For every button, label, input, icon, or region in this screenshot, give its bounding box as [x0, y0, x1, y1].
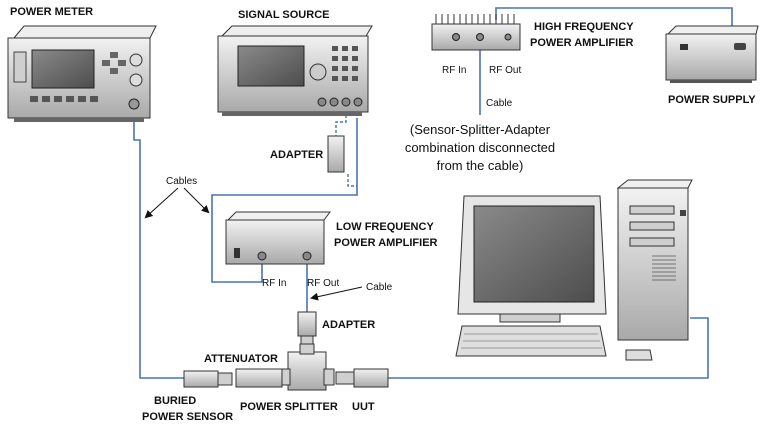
power-supply: POWER SUPPLY: [665, 25, 759, 106]
attenuator-label: ATTENUATOR: [204, 353, 278, 365]
lf-power-amplifier: LOW FREQUENCY POWER AMPLIFIER RF In RF O…: [225, 211, 438, 289]
mouse: [625, 349, 653, 361]
signal-source-feet: [222, 112, 362, 116]
sensor-label-line1: BURIED: [154, 395, 196, 407]
lf-amp-label-line2: POWER AMPLIFIER: [334, 237, 438, 249]
power-meter-dpad: [102, 52, 126, 74]
signal-source-top: [220, 25, 373, 37]
adapter-top: ADAPTER: [270, 135, 345, 173]
note-line-3: from the cable): [437, 158, 524, 173]
hf-amp-rf-out-port: [476, 33, 484, 41]
monitor-base: [499, 313, 561, 323]
adapter-bottom-label: ADAPTER: [322, 319, 375, 331]
cables-label: Cables: [166, 176, 197, 187]
tower-vents: [652, 255, 676, 281]
signal-source-keypad: [332, 46, 358, 81]
measurement-chain: ATTENUATOR BURIED POWER SENSOR POWER SPL…: [142, 343, 389, 423]
power-supply-body: [665, 33, 757, 81]
tower-power-button: [680, 210, 686, 216]
power-meter-feet: [14, 118, 144, 122]
hf-amp-rf-in-port: [452, 33, 460, 41]
power-meter-screen: [31, 49, 95, 89]
cables-arrow-left: [144, 187, 179, 219]
hf-cable-label: Cable: [486, 98, 513, 109]
hf-amp-heatsink: [435, 14, 515, 24]
lf-amp-switch: [234, 248, 240, 258]
power-supply-connector: [734, 43, 746, 50]
keyboard-keys: [461, 333, 602, 349]
signal-source-connectors: [317, 97, 363, 107]
note-line-2: combination disconnected: [405, 140, 555, 155]
lf-amp-rf-in-port: [257, 251, 267, 261]
power-supply-top: [666, 25, 759, 35]
cable-meter-to-sensor: [133, 122, 184, 379]
uut-body: [353, 368, 389, 388]
power-meter-keys: [13, 51, 27, 83]
power-meter-top: [12, 25, 157, 39]
hf-amp-label-line2: POWER AMPLIFIER: [530, 37, 634, 49]
adapter-bottom: ADAPTER: [297, 311, 375, 345]
adapter-bottom-neck: [300, 335, 314, 345]
monitor-screen: [473, 205, 595, 303]
power-meter-label: POWER METER: [10, 6, 93, 18]
hf-amp-label-line1: HIGH FREQUENCY: [534, 21, 634, 33]
cable-source-to-lf-amp: [211, 118, 358, 283]
note-line-1: (Sensor-Splitter-Adapter: [410, 122, 551, 137]
lf-amp-rf-in-label: RF In: [262, 278, 286, 289]
power-splitter-label: POWER SPLITTER: [240, 401, 338, 413]
lf-amp-top: [226, 211, 331, 221]
power-meter-knob-1: [129, 53, 143, 67]
hf-amp-aux-port: [504, 33, 512, 41]
power-splitter: [281, 343, 335, 391]
adapter-bottom-body: [297, 311, 317, 337]
power-meter-connector: [128, 98, 140, 110]
power-meter: POWER METER: [7, 6, 157, 122]
splitter-out-connector: [335, 371, 355, 385]
cables-arrow-right: [183, 187, 210, 214]
hf-amp-rf-in-label: RF In: [442, 65, 466, 76]
signal-source-label: SIGNAL SOURCE: [238, 9, 329, 21]
lf-cable-label: Cable: [366, 282, 393, 293]
lf-cable-callout: Cable: [310, 282, 393, 301]
power-supply-label: POWER SUPPLY: [668, 94, 756, 106]
power-meter-knob-2: [129, 73, 143, 87]
attenuator: [235, 368, 283, 388]
tower-drive-2: [629, 221, 675, 231]
signal-source: SIGNAL SOURCE: [217, 9, 373, 116]
signal-source-screen: [237, 45, 305, 87]
hf-amp-rf-out-label: RF Out: [489, 65, 521, 76]
hf-power-amplifier: HIGH FREQUENCY POWER AMPLIFIER RF In RF …: [431, 14, 634, 109]
cable-uut-to-computer: [388, 317, 709, 379]
signal-source-knob: [309, 63, 327, 81]
uut-label: UUT: [352, 401, 375, 413]
lf-amp-rf-out-label: RF Out: [307, 278, 339, 289]
lf-cable-arrow: [310, 286, 363, 301]
adapter-top-body: [327, 135, 345, 173]
computer: [455, 179, 693, 361]
sensor-label-line2: POWER SENSOR: [142, 411, 233, 423]
disconnect-note: (Sensor-Splitter-Adapter combination dis…: [405, 122, 555, 173]
lf-amp-label-line1: LOW FREQUENCY: [336, 221, 434, 233]
power-meter-buttons: [30, 96, 98, 102]
tower-drive-1: [629, 205, 675, 215]
power-supply-feet: [670, 80, 752, 83]
tower-drive-3: [629, 237, 675, 247]
power-supply-switch: [680, 44, 688, 50]
cables-callout: Cables: [144, 176, 210, 219]
adapter-top-label: ADAPTER: [270, 149, 323, 161]
buried-power-sensor: [183, 370, 233, 388]
lf-amp-rf-out-port: [302, 251, 312, 261]
tower-top: [616, 179, 693, 189]
